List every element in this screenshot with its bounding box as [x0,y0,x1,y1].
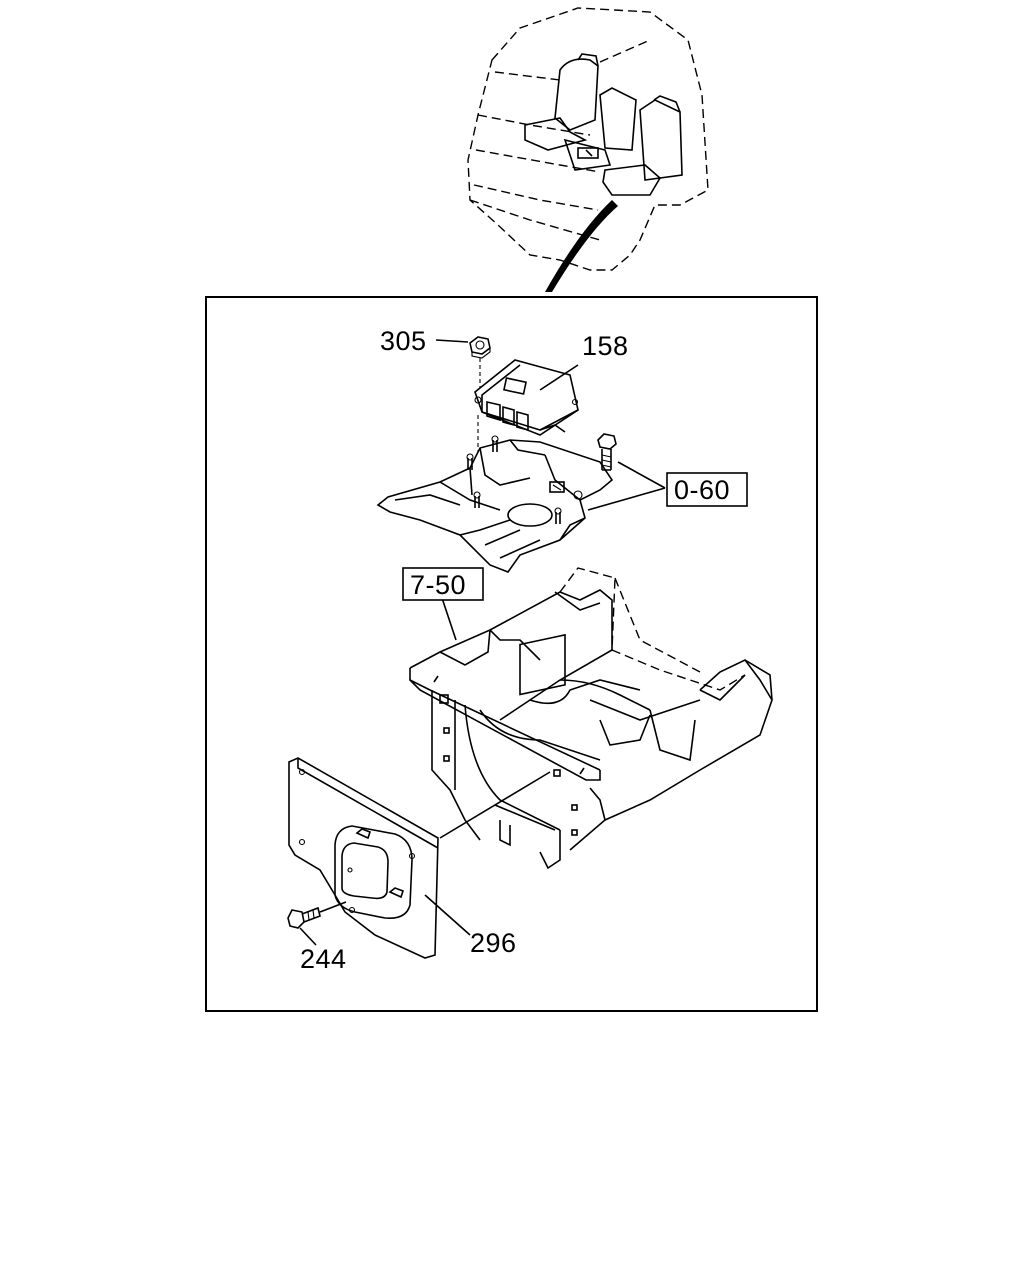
bolt-icon [597,433,617,471]
callout-0-60[interactable]: 0-60 [674,475,730,505]
callout-box-0-60 [666,472,748,507]
callout-244: 244 [300,944,347,974]
callout-296: 296 [470,928,517,958]
callout-305: 305 [380,326,427,356]
mounting-bracket-icon [376,435,614,573]
callout-7-50[interactable]: 7-50 [410,570,466,600]
floor-frame-icon [409,567,773,870]
callout-box-7-50 [402,567,484,601]
control-unit-icon [474,359,579,436]
detail-frame [205,296,818,1012]
cover-plate-icon [288,757,439,959]
bolt-244-icon [287,906,321,929]
cab-overview-icon [467,7,709,292]
nut-icon [469,336,491,359]
callout-158: 158 [582,331,629,361]
